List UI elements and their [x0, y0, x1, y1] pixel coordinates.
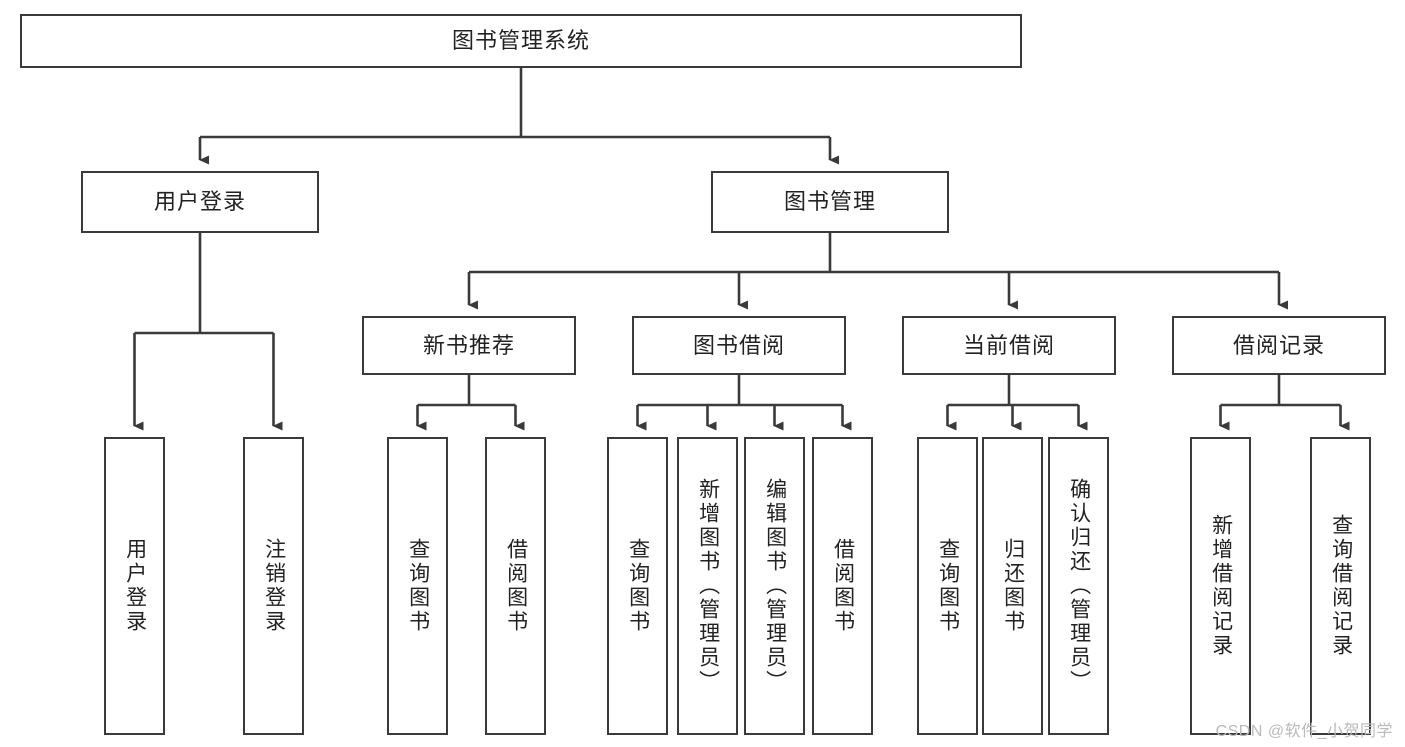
node-label-book-manage: 图书管理	[783, 189, 876, 215]
node-leaf-borrow-query-book[interactable]: 查询图书	[607, 437, 668, 735]
node-label-borrow-record: 借阅记录	[1232, 332, 1325, 358]
node-label-leaf-borrow-edit-book: 编辑图书（管理员）	[763, 478, 787, 694]
node-label-leaf-current-confirm-return: 确认归还（管理员）	[1067, 478, 1091, 694]
node-label-leaf-recommend-query-book: 查询图书	[406, 538, 430, 634]
node-leaf-record-add[interactable]: 新增借阅记录	[1190, 437, 1251, 735]
node-label-leaf-borrow-borrow-book: 借阅图书	[831, 538, 855, 634]
node-label-leaf-record-add: 新增借阅记录	[1209, 514, 1233, 658]
node-label-leaf-user-logout: 注销登录	[262, 538, 286, 634]
node-label-leaf-borrow-add-book: 新增图书（管理员）	[696, 478, 720, 694]
node-label-leaf-user-login: 用户登录	[123, 538, 147, 634]
node-book-manage[interactable]: 图书管理	[711, 171, 949, 233]
node-leaf-borrow-edit-book[interactable]: 编辑图书（管理员）	[744, 437, 805, 735]
node-label-leaf-record-query: 查询借阅记录	[1329, 514, 1353, 658]
node-current-borrow[interactable]: 当前借阅	[902, 316, 1116, 375]
node-label-book-borrow: 图书借阅	[692, 332, 785, 358]
node-label-leaf-recommend-borrow-book: 借阅图书	[504, 538, 528, 634]
node-label-user-login: 用户登录	[153, 189, 246, 215]
watermark-text: CSDN @软件_小贺同学	[1215, 723, 1393, 740]
node-leaf-borrow-add-book[interactable]: 新增图书（管理员）	[677, 437, 738, 735]
node-user-login[interactable]: 用户登录	[81, 171, 319, 233]
node-leaf-record-query[interactable]: 查询借阅记录	[1310, 437, 1371, 735]
node-leaf-recommend-borrow-book[interactable]: 借阅图书	[485, 437, 546, 735]
node-label-new-book-recommend: 新书推荐	[422, 332, 515, 358]
node-book-borrow[interactable]: 图书借阅	[632, 316, 846, 375]
node-leaf-user-login[interactable]: 用户登录	[104, 437, 165, 735]
node-label-leaf-current-query-book: 查询图书	[936, 538, 960, 634]
node-borrow-record[interactable]: 借阅记录	[1172, 316, 1386, 375]
node-leaf-current-return-book[interactable]: 归还图书	[982, 437, 1043, 735]
node-label-leaf-borrow-query-book: 查询图书	[626, 538, 650, 634]
node-root[interactable]: 图书管理系统	[20, 14, 1022, 68]
node-label-current-borrow: 当前借阅	[962, 332, 1055, 358]
node-leaf-borrow-borrow-book[interactable]: 借阅图书	[812, 437, 873, 735]
node-leaf-recommend-query-book[interactable]: 查询图书	[387, 437, 448, 735]
node-label-root: 图书管理系统	[451, 28, 590, 54]
node-leaf-current-confirm-return[interactable]: 确认归还（管理员）	[1048, 437, 1109, 735]
node-leaf-current-query-book[interactable]: 查询图书	[917, 437, 978, 735]
node-leaf-user-logout[interactable]: 注销登录	[243, 437, 304, 735]
node-new-book-recommend[interactable]: 新书推荐	[362, 316, 576, 375]
node-label-leaf-current-return-book: 归还图书	[1001, 538, 1025, 634]
